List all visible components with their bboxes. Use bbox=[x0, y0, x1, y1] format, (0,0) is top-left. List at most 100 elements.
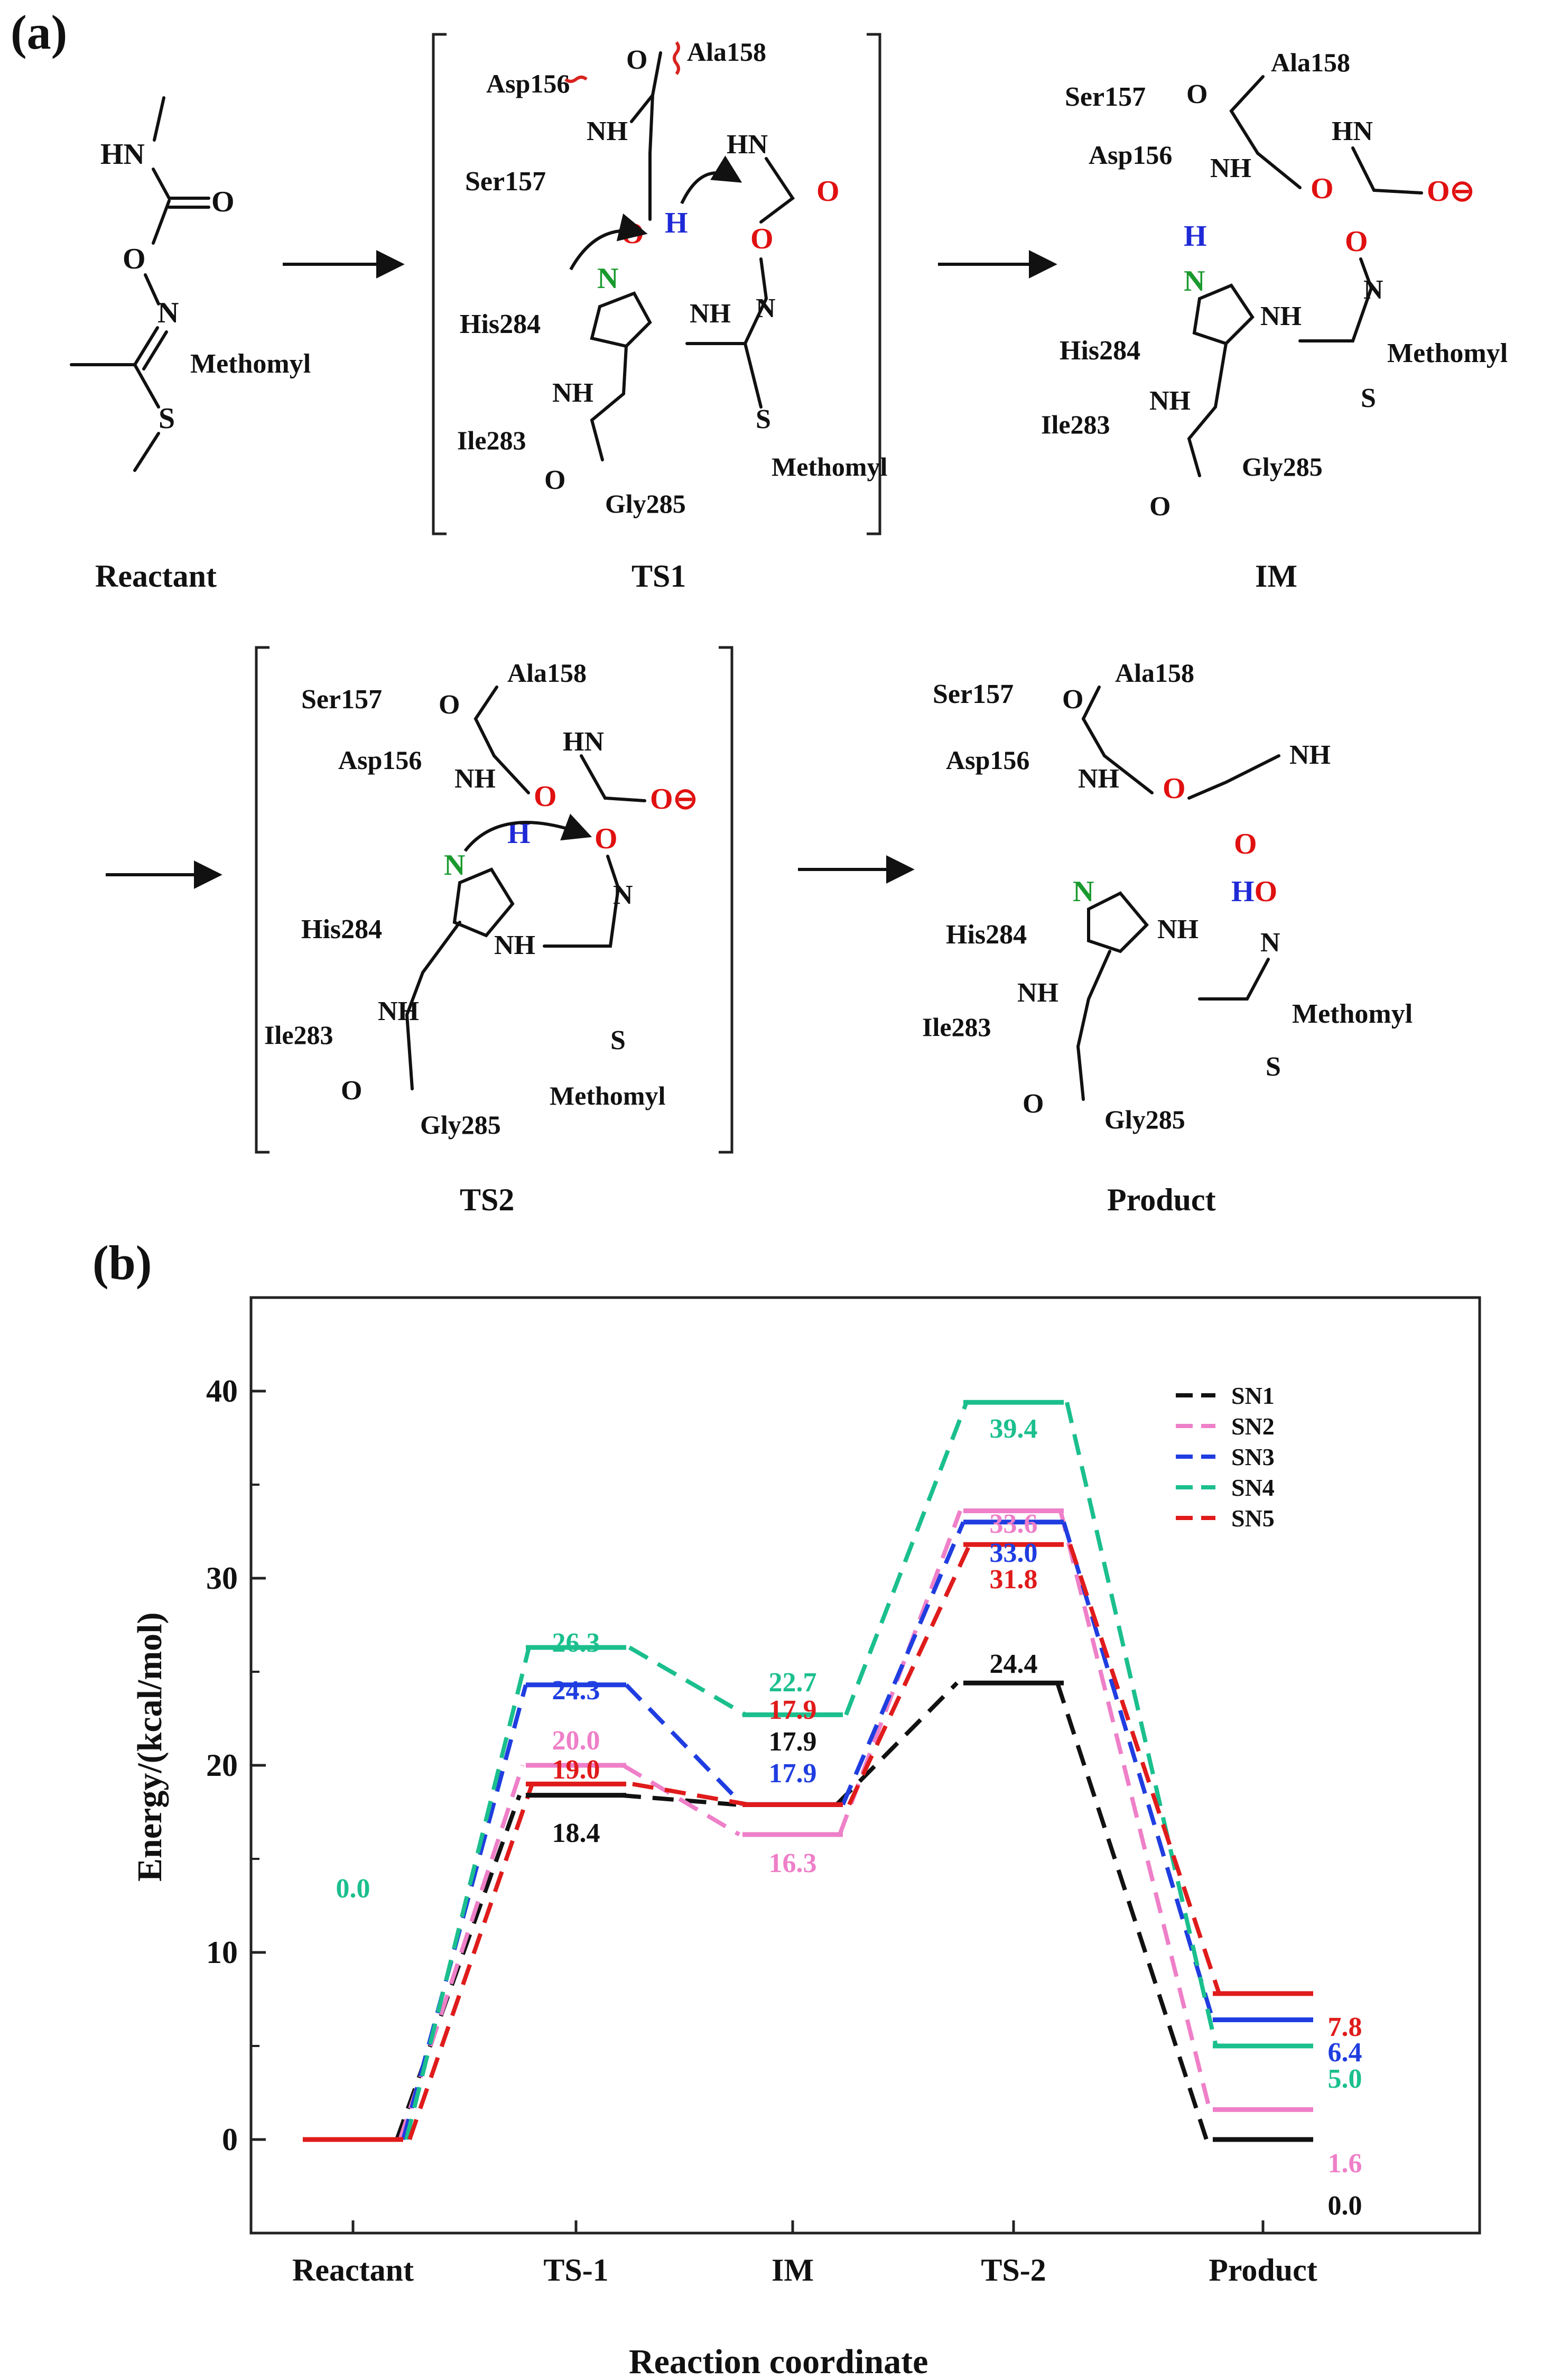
reactant-c-s-bond bbox=[133, 363, 160, 409]
value-label-sn2-3: 33.6 bbox=[990, 1509, 1038, 1539]
ts1-carbamate-core bbox=[759, 157, 795, 224]
ts1-s-atom: S bbox=[756, 404, 771, 434]
product-ho3-o: O bbox=[1255, 875, 1278, 908]
ts1-his-backbone bbox=[590, 345, 628, 461]
ts2-curved-arrow bbox=[463, 813, 592, 852]
ts1-curved-arrow-1 bbox=[569, 213, 648, 271]
reactant-hn-atom: HN bbox=[100, 138, 145, 171]
im-structure: Ala158 Ser157 O HN Asp156 NH O O⊖ O H N … bbox=[1041, 48, 1508, 522]
im-his-label: His284 bbox=[1060, 336, 1140, 366]
im-his-backbone bbox=[1187, 342, 1228, 477]
connector-sn1 bbox=[835, 1681, 959, 1807]
ts2-his-nh: NH bbox=[494, 930, 535, 960]
im-methomyl-label: Methomyl bbox=[1387, 338, 1508, 368]
reactant-c-n-double-bond-2 bbox=[142, 330, 168, 371]
product-s-atom: S bbox=[1266, 1052, 1281, 1082]
ts2-his-n1: N bbox=[444, 849, 465, 882]
value-label-sn3-2: 17.9 bbox=[769, 1758, 817, 1789]
product-his-label: His284 bbox=[946, 920, 1027, 950]
connector-sn3 bbox=[1062, 1521, 1215, 2021]
x-axis-title: Reaction coordinate bbox=[629, 2342, 928, 2380]
ts2-asp-label: Asp156 bbox=[338, 745, 422, 775]
connector-sn3 bbox=[841, 1521, 965, 1805]
connector-sn4 bbox=[404, 1647, 531, 2140]
y-axis-title: Energy/(kcal/mol) bbox=[131, 1612, 169, 1882]
ts1-curved-arrow-2 bbox=[680, 155, 742, 205]
ts1-asp-wavy-bond bbox=[564, 76, 588, 83]
ts2-gly-label: Gly285 bbox=[420, 1110, 501, 1140]
legend-label-sn3: SN3 bbox=[1231, 1443, 1275, 1470]
reactant-imine-n: N bbox=[157, 297, 179, 329]
product-structure: Ala158 Ser157 O NH Asp156 NH O O N NH HO… bbox=[922, 658, 1413, 1134]
connector-sn4 bbox=[1065, 1402, 1218, 2046]
product-ser-o: O bbox=[1163, 772, 1186, 805]
im-hn-atom: HN bbox=[1332, 116, 1373, 146]
im-gly-label: Gly285 bbox=[1242, 452, 1323, 481]
connector-sn5 bbox=[407, 1783, 534, 2141]
y-tick-label: 0 bbox=[222, 2122, 238, 2157]
im-o3: O bbox=[1345, 225, 1368, 258]
value-label-sn5-4: 7.8 bbox=[1328, 2012, 1362, 2042]
product-nh-backbone: NH bbox=[1078, 764, 1119, 794]
product-ser-label: Ser157 bbox=[933, 679, 1014, 709]
ts2-s-atom: S bbox=[610, 1025, 626, 1055]
connector-sn5 bbox=[1068, 1544, 1221, 1995]
reactant-c-o-bond bbox=[152, 199, 171, 245]
reactant-c-n-double-bond bbox=[133, 326, 159, 366]
product-ho3-h: H bbox=[1231, 875, 1255, 908]
value-label-sn2-1: 20.0 bbox=[552, 1726, 600, 1756]
value-label-sn2-2: 16.3 bbox=[769, 1848, 817, 1878]
y-tick-label: 10 bbox=[206, 1935, 238, 1970]
value-label-sn2-4: 1.6 bbox=[1328, 2149, 1362, 2179]
y-tick-label: 40 bbox=[206, 1374, 238, 1409]
ts1-o3: O bbox=[750, 223, 774, 255]
ts1-his-n1: N bbox=[597, 262, 618, 295]
ts1-ile-label: Ile283 bbox=[457, 425, 526, 455]
reactant-ester-o: O bbox=[123, 243, 146, 275]
ts1-c-s-bond bbox=[744, 342, 763, 409]
product-imidazole-ring bbox=[1087, 891, 1149, 953]
reactant-s-atom: S bbox=[159, 402, 175, 435]
reactant-n-c-bond bbox=[152, 168, 171, 200]
ts1-ala-label: Ala158 bbox=[687, 37, 766, 67]
ts2-caption: TS2 bbox=[460, 1182, 514, 1217]
ts1-nh-atom: NH bbox=[587, 116, 628, 146]
value-label-sn3-4: 6.4 bbox=[1328, 2038, 1362, 2068]
ts2-ser-backbone bbox=[473, 686, 530, 794]
product-his-n1: N bbox=[1073, 875, 1094, 908]
ts1-methomyl-label: Methomyl bbox=[772, 452, 887, 481]
ts2-gly-carbonyl-o: O bbox=[341, 1076, 362, 1106]
panel-b-label: (b) bbox=[92, 1236, 152, 1290]
dashed-connectors bbox=[395, 1401, 1221, 2141]
y-tick-label: 30 bbox=[206, 1561, 238, 1596]
value-label-sn1-3: 24.4 bbox=[990, 1649, 1038, 1679]
connector-sn2 bbox=[621, 1763, 741, 1837]
im-oxime-chain bbox=[1298, 257, 1373, 342]
product-imine-n: N bbox=[1260, 928, 1280, 958]
im-gly-carbonyl-o: O bbox=[1149, 492, 1171, 522]
reactant-structure: HN O O N S Methomyl bbox=[70, 96, 311, 472]
ts2-imidazole-ring bbox=[452, 867, 515, 938]
value-label-sn1-4: 0.0 bbox=[1328, 2191, 1362, 2221]
energy-levels bbox=[303, 1400, 1313, 2142]
legend-label-sn4: SN4 bbox=[1231, 1474, 1275, 1501]
ts1-caption: TS1 bbox=[631, 559, 686, 594]
ts1-gly-label: Gly285 bbox=[605, 489, 686, 518]
ts1-h1: H bbox=[665, 207, 688, 239]
product-oxime-chain bbox=[1198, 958, 1270, 1001]
value-label-sn5-1: 19.0 bbox=[552, 1755, 600, 1785]
ts2-oxime-chain bbox=[543, 855, 620, 948]
product-ala-label: Ala158 bbox=[1115, 658, 1194, 688]
value-label-sn3-3: 33.0 bbox=[990, 1538, 1038, 1568]
ts1-ala-wavy-bond bbox=[673, 41, 680, 75]
value-labels: 0.026.324.320.019.018.422.717.917.917.91… bbox=[336, 1414, 1362, 2221]
ts1-his-label: His284 bbox=[460, 309, 541, 339]
product-gly-label: Gly285 bbox=[1104, 1105, 1185, 1134]
reactant-caption: Reactant bbox=[95, 559, 217, 594]
ts2-nh-atom: NH bbox=[454, 764, 496, 794]
ts1-ser-label: Ser157 bbox=[465, 166, 546, 197]
